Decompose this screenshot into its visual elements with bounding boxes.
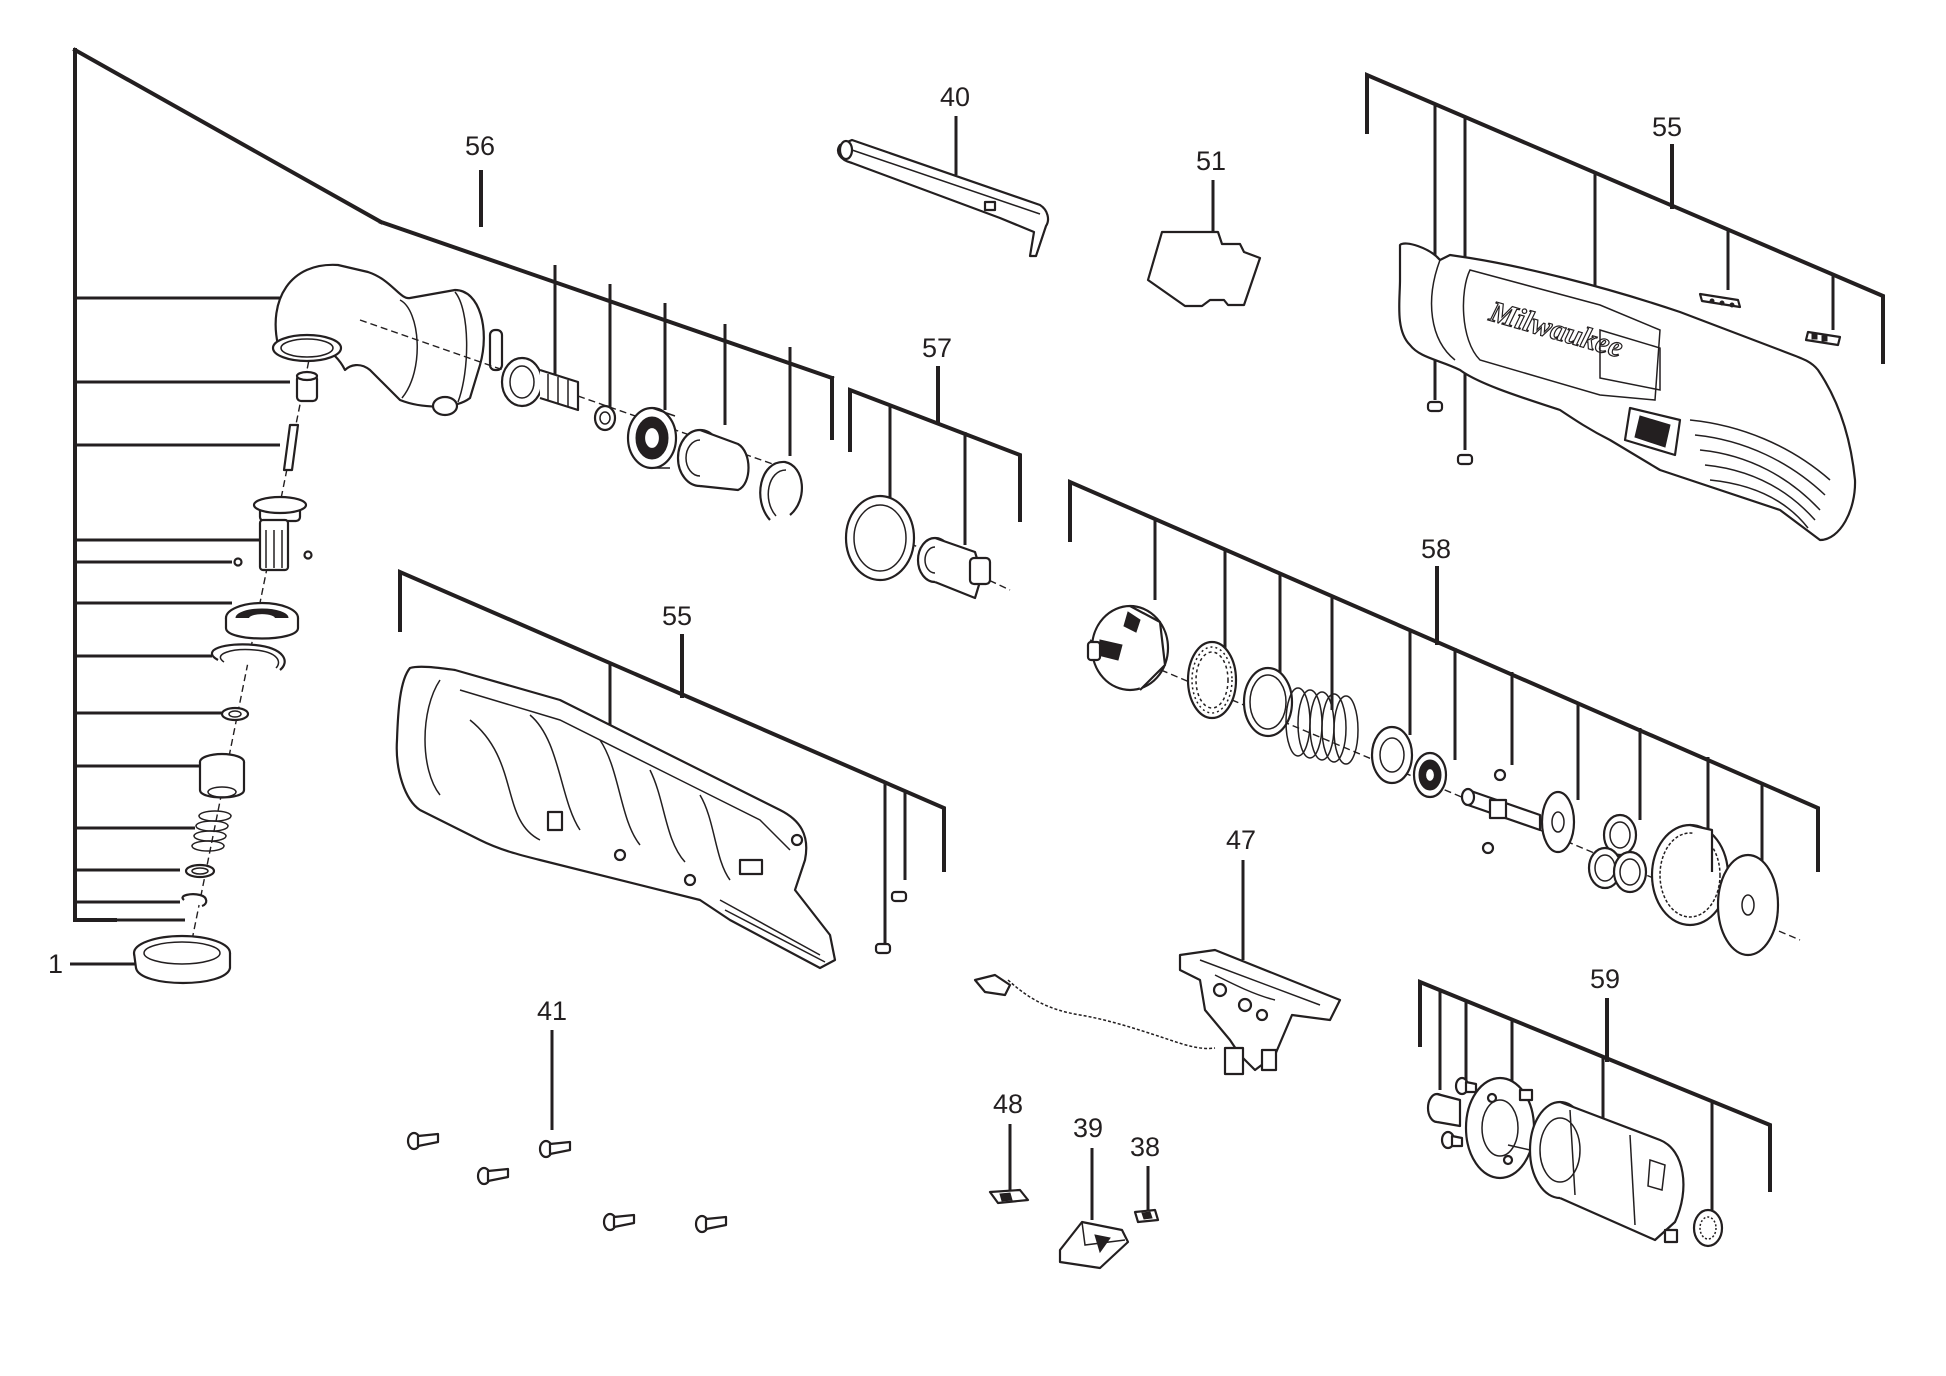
assembly-59-bracket [1418,979,1772,1210]
screw [694,1214,728,1234]
retaining-ring [210,643,286,671]
pin [282,423,300,472]
motor [1507,1100,1685,1244]
pin-small [1456,453,1474,466]
thrust-bearing [1186,640,1238,720]
ball-small [1481,841,1495,855]
switch-bracket [1058,1220,1130,1270]
callout-51: 51 [1196,146,1226,176]
screw [1440,1130,1464,1150]
right-angle-head-housing [271,263,504,417]
callout-38: 38 [1130,1132,1160,1162]
pin-small [890,890,908,903]
washer-small [220,706,250,722]
motor-fan [1692,1208,1724,1248]
callout-58: 58 [1421,534,1451,564]
coupling-sleeve [916,536,992,600]
callout-39: 39 [1073,1113,1103,1143]
callout-48: 48 [993,1089,1023,1119]
assembly-1-bracket [70,47,384,966]
assembly-58-bracket [1068,478,1820,872]
callout-41: 41 [537,996,567,1026]
motor-plate [1464,1076,1536,1180]
end-plate [1716,853,1780,957]
ball-small [1493,768,1507,782]
assembly-55-middle-bracket [398,568,946,950]
assembly-55-top-bracket [1365,71,1885,450]
motor-bushing [1426,1092,1462,1128]
clutch-spring [1285,687,1359,765]
ball-bearing [224,601,300,640]
shaft-spindle [500,356,580,412]
screw [1454,1076,1478,1096]
switch-pcb [1178,948,1342,1076]
callout-59: 59 [1590,964,1620,994]
callout-55-top: 55 [1652,112,1682,142]
callout-1: 1 [48,949,63,979]
ball-bearing [1412,751,1448,799]
bushing [198,752,246,799]
screw [476,1166,510,1186]
callout-55-middle: 55 [662,601,692,631]
snap-ring [181,893,208,908]
spring-clip [1133,1208,1160,1224]
clutch-cam [1086,604,1170,692]
housing-half-left [395,665,837,970]
trigger-lever [836,138,1050,258]
spring-washer [1370,725,1414,785]
screw [406,1131,440,1151]
ball-bearing [626,406,678,470]
spring [191,810,232,852]
callout-56: 56 [465,131,495,161]
screw [538,1139,572,1159]
label-pad [1146,230,1262,308]
callout-57: 57 [922,333,952,363]
flat-washer [844,494,916,582]
retaining-clip [759,460,804,521]
collar-ring [132,934,232,985]
carrier-shaft [1460,787,1576,854]
ball-small [303,550,313,560]
pin-small [1426,400,1444,413]
sleeve [676,428,750,492]
pin-small [874,942,892,955]
housing-half-right: Milwaukee [1398,242,1857,542]
contact-terminal [988,1188,1030,1205]
led-lens [1698,292,1742,309]
assembly-56-bracket [378,170,835,456]
fuel-gauge-button [1804,330,1842,347]
flat-washer [1242,666,1294,738]
ring-gear [1650,823,1730,927]
o-ring [184,863,216,879]
shaft-washer [593,404,617,432]
wire-harness [973,973,1216,1050]
pinion-gear [252,495,308,572]
callout-47: 47 [1226,825,1256,855]
planet-gear [1612,850,1648,894]
callout-40: 40 [940,82,970,112]
needle-bearing [295,370,319,403]
screw [602,1212,636,1232]
assembly-57-bracket [848,366,1022,545]
ball-small [233,557,243,567]
